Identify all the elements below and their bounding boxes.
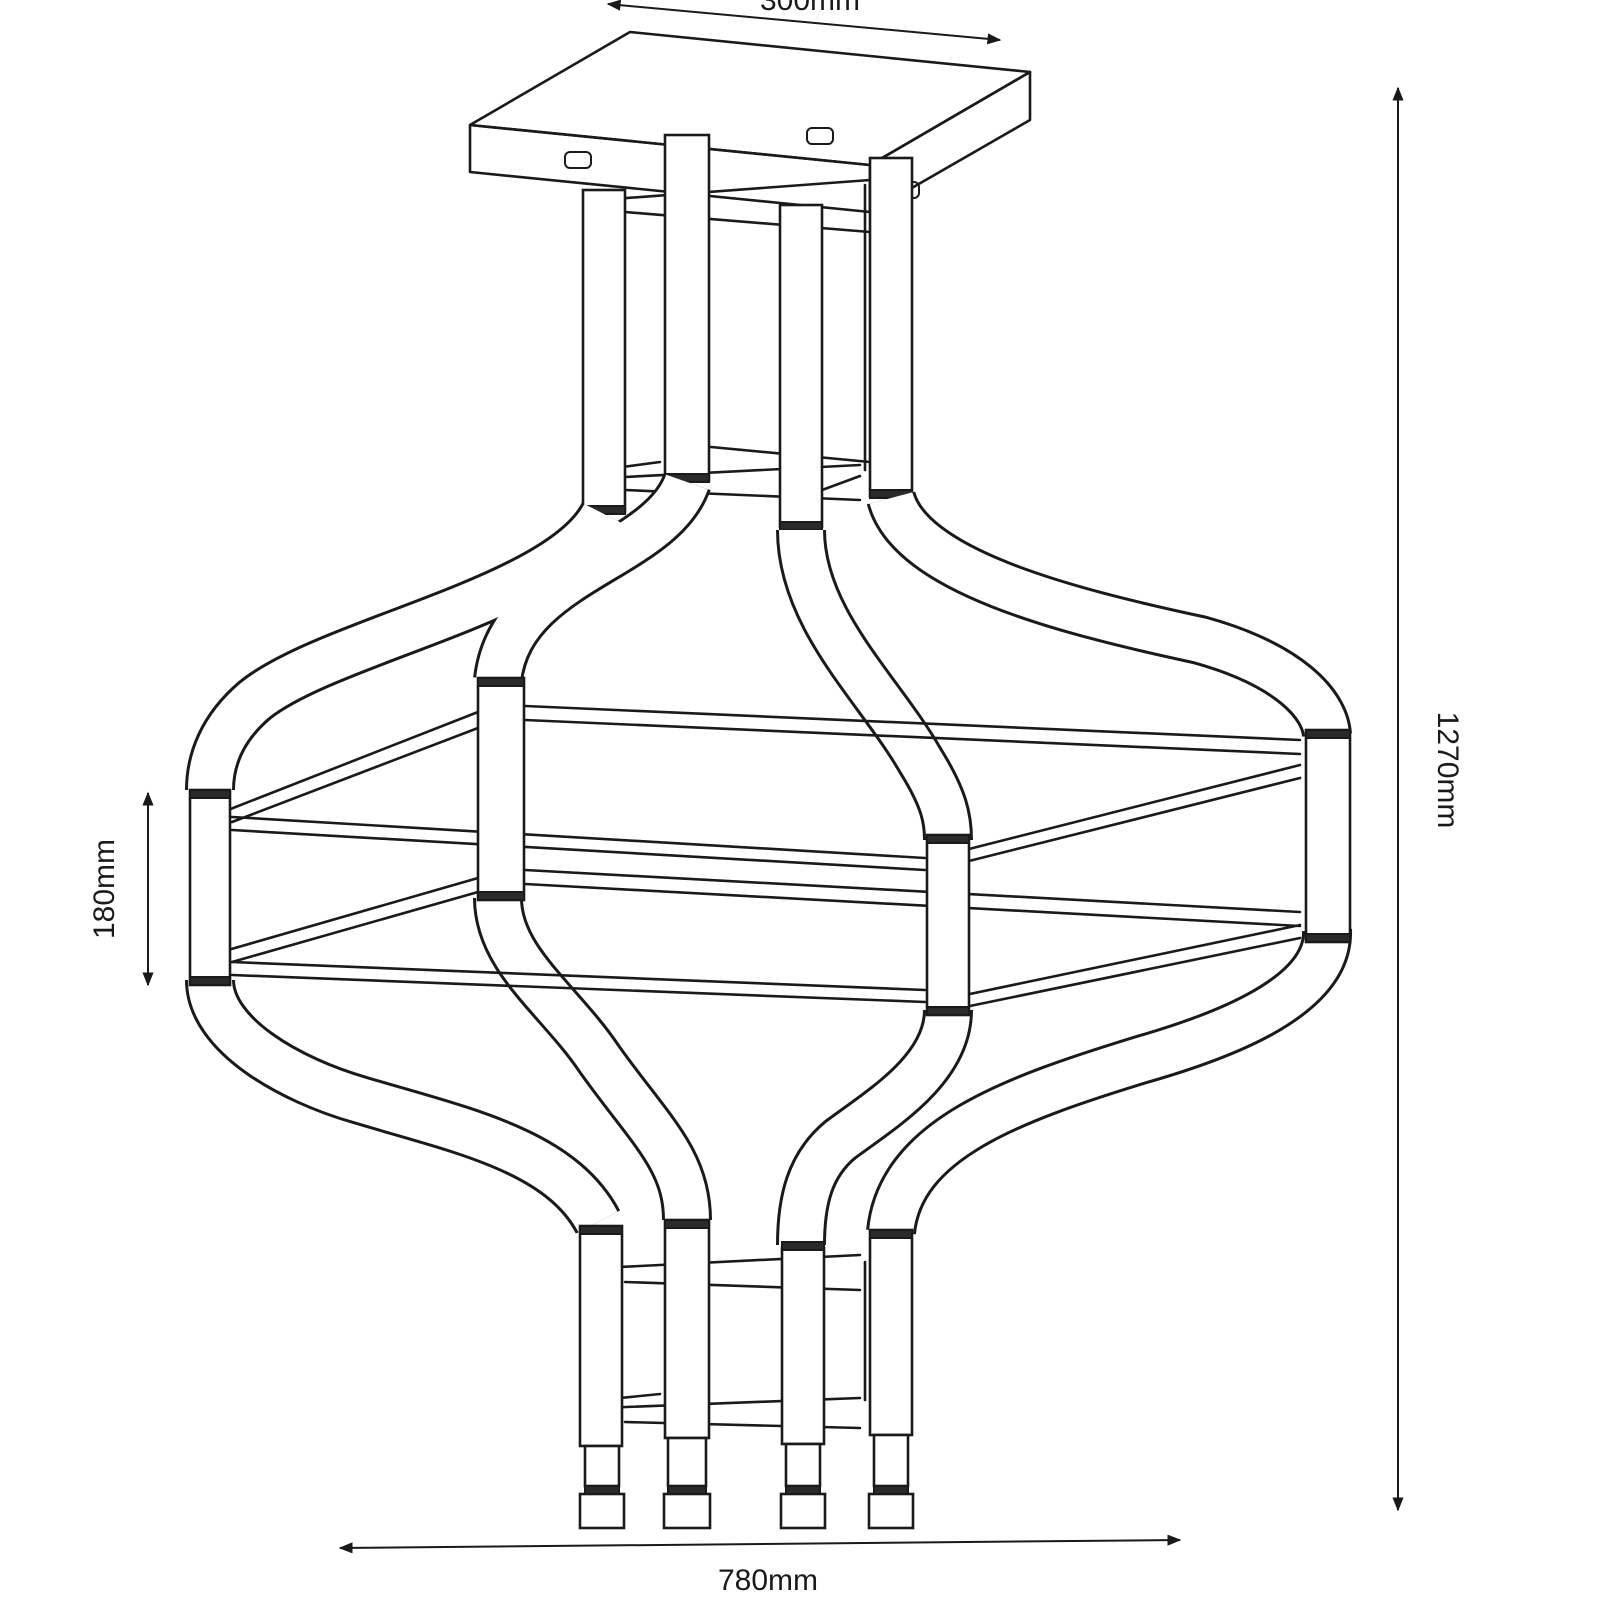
dimension-module-height: 180mm	[88, 791, 154, 987]
height-label: 1270mm	[1431, 712, 1464, 829]
ceiling-canopy	[468, 30, 1032, 214]
top-width-label: 300mm	[760, 0, 860, 17]
screw-icon	[806, 127, 834, 145]
upper-frame	[598, 178, 872, 502]
bottom-caps	[578, 1433, 915, 1530]
dimension-top-width: 300mm	[606, 0, 1002, 45]
curved-arms	[185, 472, 1352, 1246]
dimension-height: 1270mm	[1392, 86, 1464, 1512]
module-height-label: 180mm	[88, 839, 121, 939]
bottom-width-label: 780mm	[718, 1564, 818, 1597]
middle-sleeves	[188, 676, 1352, 1017]
lower-tubes	[578, 1218, 914, 1448]
middle-frame	[226, 704, 1302, 1009]
upper-tubes	[581, 133, 914, 531]
dimension-bottom-width: 780mm	[338, 1534, 1182, 1597]
screw-icon	[564, 151, 592, 169]
